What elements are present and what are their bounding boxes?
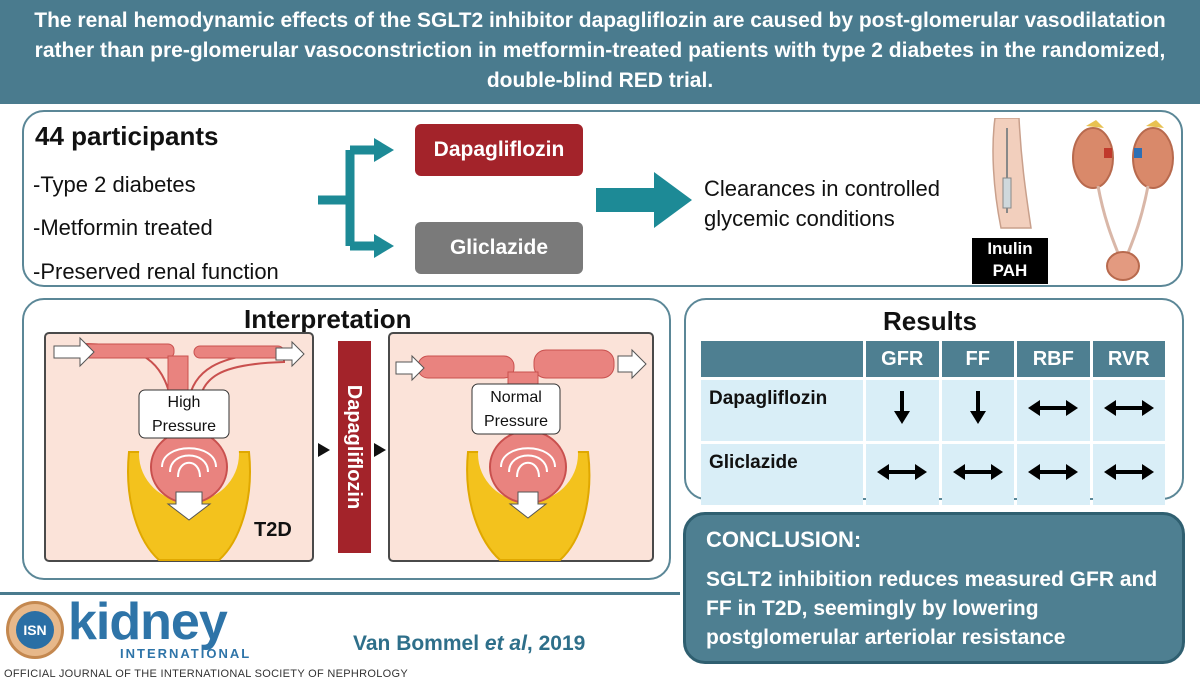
effect-cell [1017, 380, 1090, 441]
citation-etal: et al [484, 632, 527, 655]
criterion-3: -Preserved renal function [33, 259, 279, 284]
down-arrow-icon [968, 390, 988, 430]
title-banner: The renal hemodynamic effects of the SGL… [0, 0, 1200, 104]
criterion-2: -Metformin treated [33, 215, 213, 240]
arm-gliclazide: Gliclazide [415, 222, 583, 274]
results-header-row: GFR FF RBF RVR [701, 341, 1165, 377]
citation-year: , 2019 [526, 632, 586, 655]
interpretation-title: Interpretation [244, 304, 412, 334]
results-table: GFR FF RBF RVR Dapagliflozin Gliclazide [698, 338, 1168, 508]
isn-seal-inner: ISN [16, 611, 54, 649]
col-ff: FF [941, 341, 1014, 377]
effect-cell [941, 444, 1014, 505]
isn-seal-icon: ISN [6, 601, 64, 659]
normal-pressure-label-2: Pressure [483, 413, 549, 430]
high-pressure-label-1: High [167, 394, 201, 411]
conclusion-box: CONCLUSION: SGLT2 inhibition reduces mea… [683, 512, 1185, 664]
effect-cell [1017, 444, 1090, 505]
arrow-left-small [318, 443, 330, 457]
tracer-pah: PAH [992, 261, 1028, 280]
col-rbf: RBF [1017, 341, 1090, 377]
effect-cell [1092, 380, 1165, 441]
randomization-bracket-icon [318, 138, 394, 258]
normal-pressure-label-1: Normal [490, 389, 542, 406]
effect-cell [866, 444, 939, 505]
kidney-wordmark: kidney [68, 593, 228, 651]
international-wordmark: INTERNATIONAL [120, 646, 252, 661]
glomerulus-t2d-illustration [44, 332, 314, 562]
double-arrow-icon [1028, 463, 1079, 486]
col-gfr: GFR [866, 341, 939, 377]
kidneys-bladder-icon [1072, 120, 1174, 281]
t2d-tag: T2D [254, 519, 292, 541]
isn-badge-text: ISN [23, 622, 47, 638]
down-arrow-icon [892, 390, 912, 430]
conclusion-title: CONCLUSION: [706, 527, 862, 552]
row-label-gliclazide: Gliclazide [701, 444, 863, 505]
arm-dapagliflozin: Dapagliflozin [415, 124, 583, 176]
results-title: Results [883, 306, 977, 336]
results-header-blank [701, 341, 863, 377]
effect-cell [941, 380, 1014, 441]
glomerulus-treated-illustration [388, 332, 654, 562]
high-pressure-label-2: Pressure [151, 418, 217, 435]
journal-line: OFFICIAL JOURNAL OF THE INTERNATIONAL SO… [4, 668, 408, 680]
double-arrow-icon [1028, 399, 1079, 422]
arrow-right-small [374, 443, 386, 457]
double-arrow-icon [1103, 463, 1154, 486]
title-text: The renal hemodynamic effects of the SGL… [34, 9, 1166, 92]
double-arrow-icon [1103, 399, 1154, 422]
table-row: Gliclazide [701, 444, 1165, 505]
effect-cell [866, 380, 939, 441]
tracer-box: Inulin PAH [972, 238, 1048, 284]
col-rvr: RVR [1092, 341, 1165, 377]
criterion-1: -Type 2 diabetes [33, 172, 196, 197]
double-arrow-icon [877, 463, 928, 486]
dapagliflozin-vertical-bar [338, 341, 371, 553]
big-right-arrow-icon [596, 172, 692, 228]
outcome-text: Clearances in controlled glycemic condit… [704, 176, 941, 231]
dapagliflozin-vertical-label: Dapagliflozin [343, 384, 365, 510]
conclusion-body: SGLT2 inhibition reduces measured GFR an… [706, 568, 1158, 649]
infusion-arm-icon [992, 118, 1032, 229]
participants-heading: 44 participants [35, 121, 219, 151]
row-label-dapagliflozin: Dapagliflozin [701, 380, 863, 441]
double-arrow-icon [952, 463, 1003, 486]
tracer-inulin: Inulin [987, 239, 1033, 258]
table-row: Dapagliflozin [701, 380, 1165, 441]
effect-cell [1092, 444, 1165, 505]
citation: Van Bommel et al, 2019 [353, 632, 585, 656]
footer-rule [0, 592, 680, 595]
citation-author: Van Bommel [353, 632, 485, 655]
